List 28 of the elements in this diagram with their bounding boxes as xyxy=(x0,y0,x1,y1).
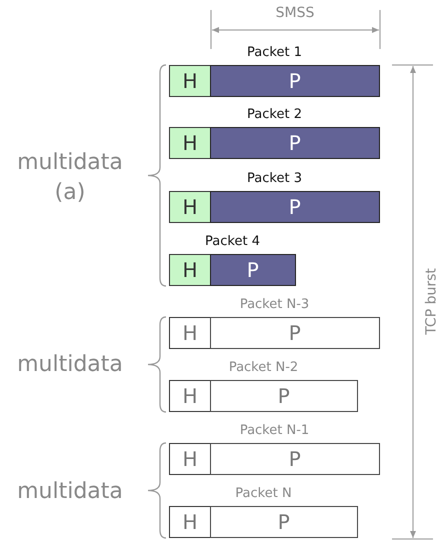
packet-label: Packet N-3 xyxy=(238,297,310,312)
header-cell: H xyxy=(169,191,211,223)
packet-label: Packet 4 xyxy=(204,234,261,249)
group-label: multidata (a) xyxy=(16,149,124,207)
group-label: multidata xyxy=(16,351,124,379)
payload-cell: P xyxy=(210,380,358,412)
payload-cell: P xyxy=(210,254,296,286)
packet-label: Packet 1 xyxy=(246,45,303,60)
group-label: multidata xyxy=(16,478,124,506)
header-cell: H xyxy=(169,380,211,412)
header-cell: H xyxy=(169,254,211,286)
payload-cell: P xyxy=(210,127,380,159)
packet-label: Packet N-2 xyxy=(228,360,300,375)
header-cell: H xyxy=(169,65,211,97)
packet-label: Packet N xyxy=(234,486,293,501)
payload-cell: P xyxy=(210,65,380,97)
packet-label: Packet N-1 xyxy=(238,423,310,438)
payload-cell: P xyxy=(210,443,380,475)
header-cell: H xyxy=(169,506,211,538)
header-cell: H xyxy=(169,317,211,349)
payload-cell: P xyxy=(210,506,358,538)
dimension-label: SMSS xyxy=(274,4,316,23)
payload-cell: P xyxy=(210,317,380,349)
payload-cell: P xyxy=(210,191,380,223)
header-cell: H xyxy=(169,127,211,159)
header-cell: H xyxy=(169,443,211,475)
packet-label: Packet 2 xyxy=(246,107,303,122)
packet-label: Packet 3 xyxy=(246,171,303,186)
